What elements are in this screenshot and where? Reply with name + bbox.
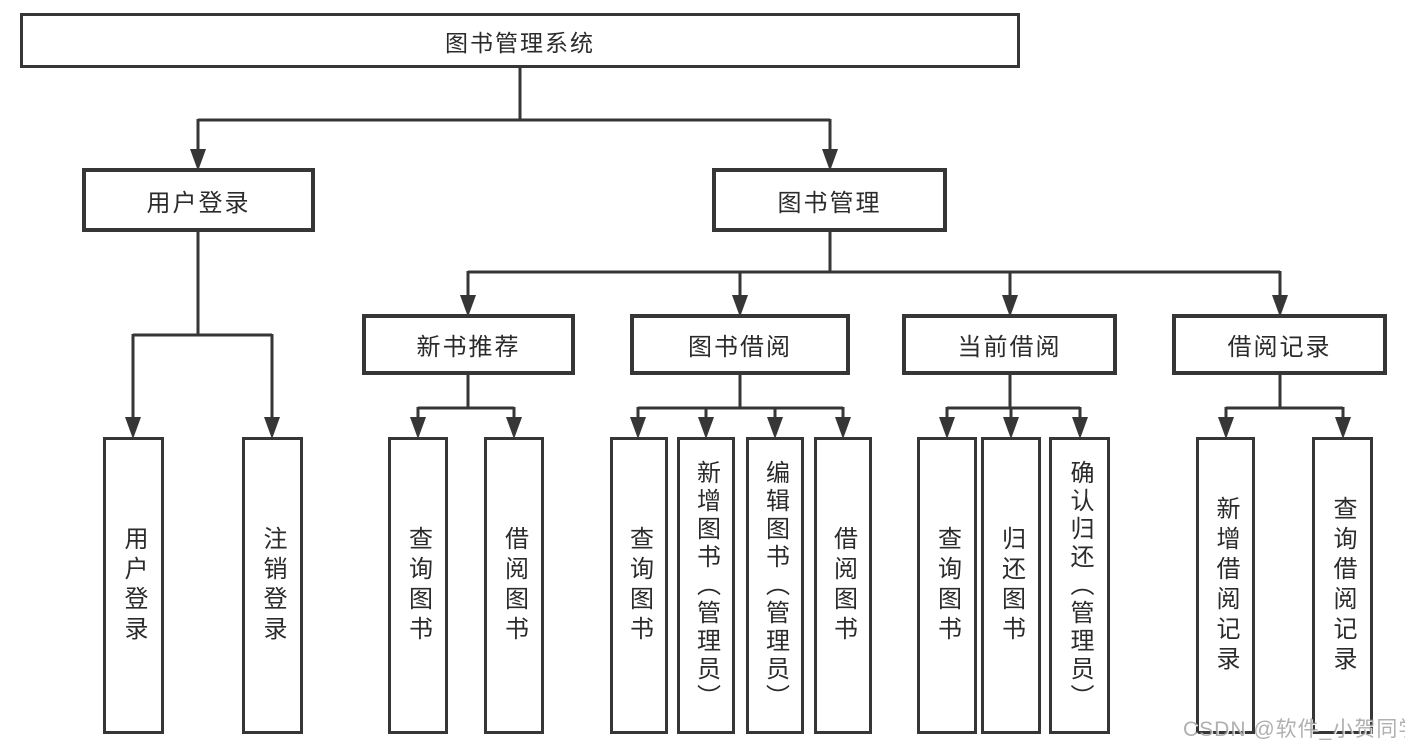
arrowhead (264, 417, 280, 439)
node-label: 新增图书（管理员） (692, 459, 720, 712)
node-label: 用户登录 (120, 525, 147, 646)
leaf-current-query-books: 查询图书 (917, 437, 977, 734)
node-label: 新书推荐 (416, 334, 521, 361)
node-book-management: 图书管理 (712, 168, 947, 232)
node-label: 借阅图书 (829, 525, 857, 646)
node-label: 编辑图书（管理员） (761, 459, 789, 712)
connector-currentborrow-children (939, 375, 1088, 439)
arrowhead (1218, 417, 1234, 439)
arrowhead (1272, 295, 1288, 317)
arrowhead (822, 149, 838, 171)
arrowhead (767, 417, 783, 439)
node-user-login: 用户登录 (82, 168, 315, 232)
leaf-current-confirm-return-admin: 确认归还（管理员） (1049, 437, 1110, 734)
connector-bookborrow-children (630, 375, 851, 439)
leaf-user-login: 用户登录 (103, 437, 164, 734)
node-label: 当前借阅 (957, 334, 1062, 361)
node-current-borrowing: 当前借阅 (902, 314, 1117, 375)
leaf-records-add-record: 新增借阅记录 (1196, 437, 1255, 734)
node-label: 查询图书 (625, 525, 653, 646)
node-label: 用户登录 (146, 189, 251, 217)
leaf-newbooks-query-books: 查询图书 (388, 437, 448, 734)
leaf-logout: 注销登录 (242, 437, 303, 734)
connector-bookmgmt-children (460, 232, 1288, 317)
arrowhead (1002, 295, 1018, 317)
node-label: 查询图书 (933, 525, 961, 646)
node-label: 借阅图书 (500, 525, 528, 646)
arrowhead (410, 417, 426, 439)
node-label: 新增借阅记录 (1212, 495, 1239, 676)
node-label: 确认归还（管理员） (1066, 459, 1093, 712)
leaf-borrow-query-books: 查询图书 (610, 437, 668, 734)
arrowhead (506, 417, 522, 439)
node-label: 图书管理 (777, 189, 882, 217)
node-book-borrowing: 图书借阅 (630, 314, 850, 375)
arrowhead (125, 417, 141, 439)
arrowhead (1072, 417, 1088, 439)
arrowhead (190, 149, 206, 171)
node-label: 图书借阅 (688, 334, 792, 361)
leaf-records-query-record: 查询借阅记录 (1312, 437, 1373, 734)
arrowhead (835, 417, 851, 439)
arrowhead (698, 417, 714, 439)
arrowhead (1335, 417, 1351, 439)
node-label: 注销登录 (259, 525, 286, 646)
arrowhead (1003, 417, 1019, 439)
connector-login-children (125, 232, 280, 439)
connector-newbooks-children (410, 375, 522, 439)
csdn-watermark: CSDN @软件_小贺同学 (1183, 718, 1405, 741)
leaf-borrow-edit-books-admin: 编辑图书（管理员） (746, 437, 804, 734)
node-label: 借阅记录 (1227, 334, 1332, 361)
arrowhead (630, 417, 646, 439)
connector-root-to-level2 (190, 68, 838, 171)
connector-borrowrecords-children (1218, 375, 1351, 439)
arrowhead (939, 417, 955, 439)
node-label: 查询图书 (404, 525, 432, 646)
leaf-borrow-borrow-books: 借阅图书 (814, 437, 872, 734)
arrowhead (460, 295, 476, 317)
node-label: 归还图书 (997, 525, 1025, 646)
node-borrowing-records: 借阅记录 (1172, 314, 1387, 375)
arrowhead (732, 295, 748, 317)
node-new-book-recommend: 新书推荐 (362, 314, 575, 375)
leaf-newbooks-borrow-books: 借阅图书 (484, 437, 544, 734)
leaf-current-return-books: 归还图书 (981, 437, 1041, 734)
leaf-borrow-add-books-admin: 新增图书（管理员） (677, 437, 735, 734)
node-library-management-system: 图书管理系统 (20, 13, 1020, 68)
node-label: 图书管理系统 (445, 29, 595, 56)
node-label: 查询借阅记录 (1329, 495, 1356, 676)
